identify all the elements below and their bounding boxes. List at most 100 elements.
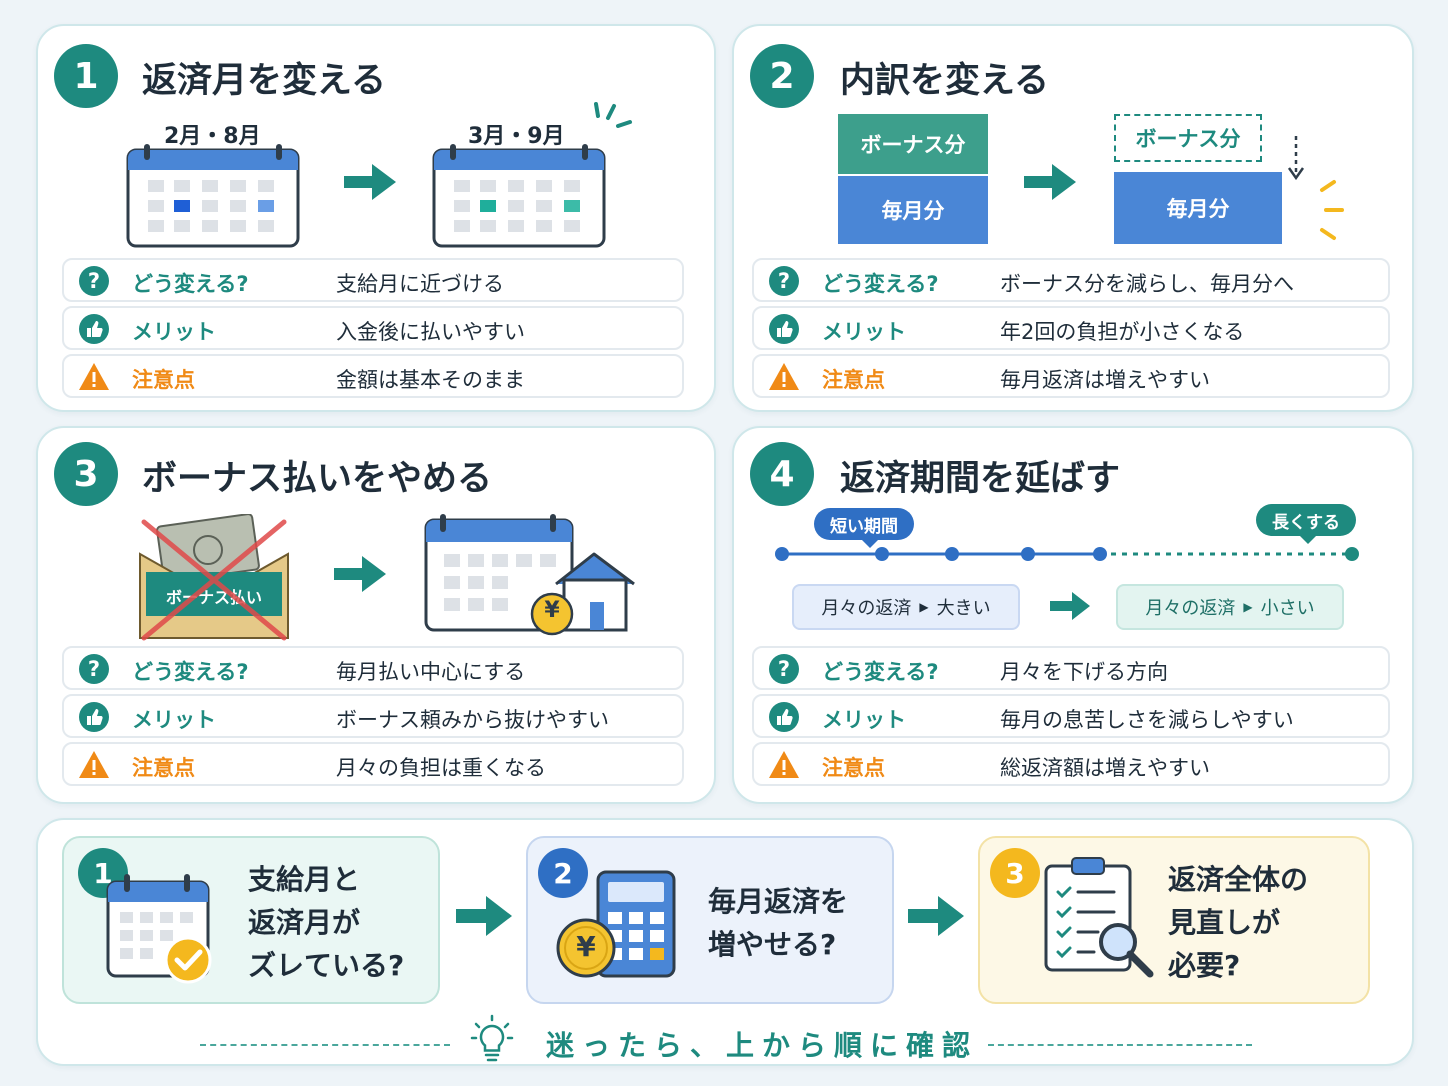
row-text-merit: 毎月の息苦しさを減らしやすい xyxy=(1000,708,1294,732)
arrow-right-icon xyxy=(1050,592,1090,620)
payment-label: 月々の返済 xyxy=(821,598,912,619)
card-number-badge: 4 xyxy=(750,442,814,506)
step-3-badge: 3 xyxy=(990,848,1040,898)
card-title: 内訳を変える xyxy=(840,61,1049,101)
row-label-merit: メリット xyxy=(822,708,906,732)
step-3-box xyxy=(978,836,1370,1004)
card-number-badge: 1 xyxy=(54,44,118,108)
payment-large-box: 月々の返済 ▶ 大きい xyxy=(792,584,1020,630)
monthly-block-before: 毎月分 xyxy=(838,176,988,244)
row-label-how: どう変える? xyxy=(132,272,249,296)
row-text-caution: 毎月返済は増えやすい xyxy=(1000,368,1210,392)
monthly-block-after: 毎月分 xyxy=(1114,172,1282,244)
arrow-right-icon xyxy=(908,896,964,936)
payment-label: 月々の返済 xyxy=(1145,598,1236,619)
row-label-how: どう変える? xyxy=(822,272,939,296)
row-label-merit: メリット xyxy=(822,320,906,344)
thumbs-up-icon xyxy=(79,702,109,732)
row-text-merit: 年2回の負担が小さくなる xyxy=(1000,320,1245,344)
step-2-text: 毎月返済を 増やせる? xyxy=(708,885,849,961)
card-change-month: 1 返済月を変える 2月・8月 3月・9月 xyxy=(36,24,716,412)
play-icon: ▶ xyxy=(919,600,929,614)
arrow-right-icon xyxy=(1024,164,1076,200)
card-number-badge: 3 xyxy=(54,442,118,506)
row-merit: メリット 入金後に払いやすい xyxy=(62,306,684,350)
timeline xyxy=(775,536,1359,561)
row-merit: メリット 年2回の負担が小さくなる xyxy=(752,306,1390,350)
bonus-block-after: ボーナス分 xyxy=(1114,114,1262,162)
lightbulb-icon xyxy=(470,1014,514,1062)
step-3-text: 返済全体の 見直しが 必要? xyxy=(1168,863,1309,982)
row-label-merit: メリット xyxy=(132,708,216,732)
row-merit: メリット ボーナス頼みから抜けやすい xyxy=(62,694,684,738)
row-text-merit: 入金後に払いやすい xyxy=(336,320,525,344)
row-caution: 注意点 毎月返済は増えやすい xyxy=(752,354,1390,398)
checklist-search-icon xyxy=(1044,857,1154,978)
row-text-caution: 金額は基本そのまま xyxy=(336,368,525,392)
yen-symbol: ¥ xyxy=(544,598,560,623)
row-label-caution: 注意点 xyxy=(822,368,885,392)
question-icon: ? xyxy=(769,654,799,684)
calculator-icon xyxy=(556,870,676,978)
warning-icon xyxy=(79,363,109,390)
sparkle-icon xyxy=(594,102,632,128)
row-text-how: 月々を下げる方向 xyxy=(1000,660,1168,684)
warning-icon xyxy=(769,751,799,778)
svg-text:?: ? xyxy=(778,269,790,293)
svg-text:?: ? xyxy=(88,657,100,681)
row-label-merit: メリット xyxy=(132,320,216,344)
row-label-how: どう変える? xyxy=(822,660,939,684)
sparkle-icon xyxy=(1320,180,1344,240)
card-stop-bonus-payment: 3 ボーナス払いをやめる ボーナス払い ¥ ? どう変え xyxy=(36,426,716,804)
calendar-after-label: 3月・9月 xyxy=(468,124,565,149)
arrow-right-icon xyxy=(334,556,386,592)
footer-divider-right xyxy=(988,1044,1252,1046)
calendar-before-label: 2月・8月 xyxy=(164,124,261,149)
down-arrow-icon xyxy=(1287,136,1305,181)
row-label-how: どう変える? xyxy=(132,660,249,684)
warning-icon xyxy=(769,363,799,390)
card-title: ボーナス払いをやめる xyxy=(142,459,493,499)
footer-divider-left xyxy=(200,1044,450,1046)
card-title: 返済期間を延ばす xyxy=(840,459,1121,499)
row-how: ? どう変える? 月々を下げる方向 xyxy=(752,646,1390,690)
row-label-caution: 注意点 xyxy=(822,756,885,780)
payment-small-box: 月々の返済 ▶ 小さい xyxy=(1116,584,1344,630)
warning-icon xyxy=(79,751,109,778)
question-icon: ? xyxy=(769,266,799,296)
row-text-how: 支給月に近づける xyxy=(336,272,504,296)
svg-text:?: ? xyxy=(88,269,100,293)
long-period-tag: 長くする xyxy=(1256,504,1356,536)
row-label-caution: 注意点 xyxy=(132,368,195,392)
row-merit: メリット 毎月の息苦しさを減らしやすい xyxy=(752,694,1390,738)
calendar-check-icon xyxy=(106,874,212,984)
row-caution: 注意点 月々の負担は重くなる xyxy=(62,742,684,786)
calendar-house-icon xyxy=(424,514,635,636)
step-1-text: 支給月と 返済月が ズレている? xyxy=(248,863,405,982)
row-text-how: ボーナス分を減らし、毎月分へ xyxy=(1000,272,1294,296)
payment-value: 小さい xyxy=(1260,598,1315,619)
yen-symbol: ¥ xyxy=(576,930,596,963)
row-caution: 注意点 金額は基本そのまま xyxy=(62,354,684,398)
calendar-before-icon xyxy=(126,144,300,248)
cross-mark-icon xyxy=(141,519,287,641)
arrow-right-icon xyxy=(344,164,396,200)
thumbs-up-icon xyxy=(769,314,799,344)
svg-text:?: ? xyxy=(778,657,790,681)
row-how: ? どう変える? 支給月に近づける xyxy=(62,258,684,302)
card-extend-period: 4 返済期間を延ばす 短い期間 長くする 月々の返済 ▶ 大きい 月々の返済 ▶… xyxy=(732,426,1414,804)
row-how: ? どう変える? ボーナス分を減らし、毎月分へ xyxy=(752,258,1390,302)
card-number-badge: 2 xyxy=(750,44,814,108)
row-label-caution: 注意点 xyxy=(132,756,195,780)
arrow-right-icon xyxy=(456,896,512,936)
row-caution: 注意点 総返済額は増えやすい xyxy=(752,742,1390,786)
card-title: 返済月を変える xyxy=(142,61,386,101)
row-text-merit: ボーナス頼みから抜けやすい xyxy=(336,708,609,732)
short-period-tag: 短い期間 xyxy=(814,508,914,540)
play-icon: ▶ xyxy=(1243,600,1253,614)
thumbs-up-icon xyxy=(79,314,109,344)
card-change-breakdown: 2 内訳を変える ボーナス分 毎月分 ボーナス分 毎月分 ? どう変える? ボー… xyxy=(732,24,1414,412)
row-text-caution: 総返済額は増えやすい xyxy=(1000,756,1210,780)
question-icon: ? xyxy=(79,266,109,296)
step-2-badge: 2 xyxy=(538,848,588,898)
